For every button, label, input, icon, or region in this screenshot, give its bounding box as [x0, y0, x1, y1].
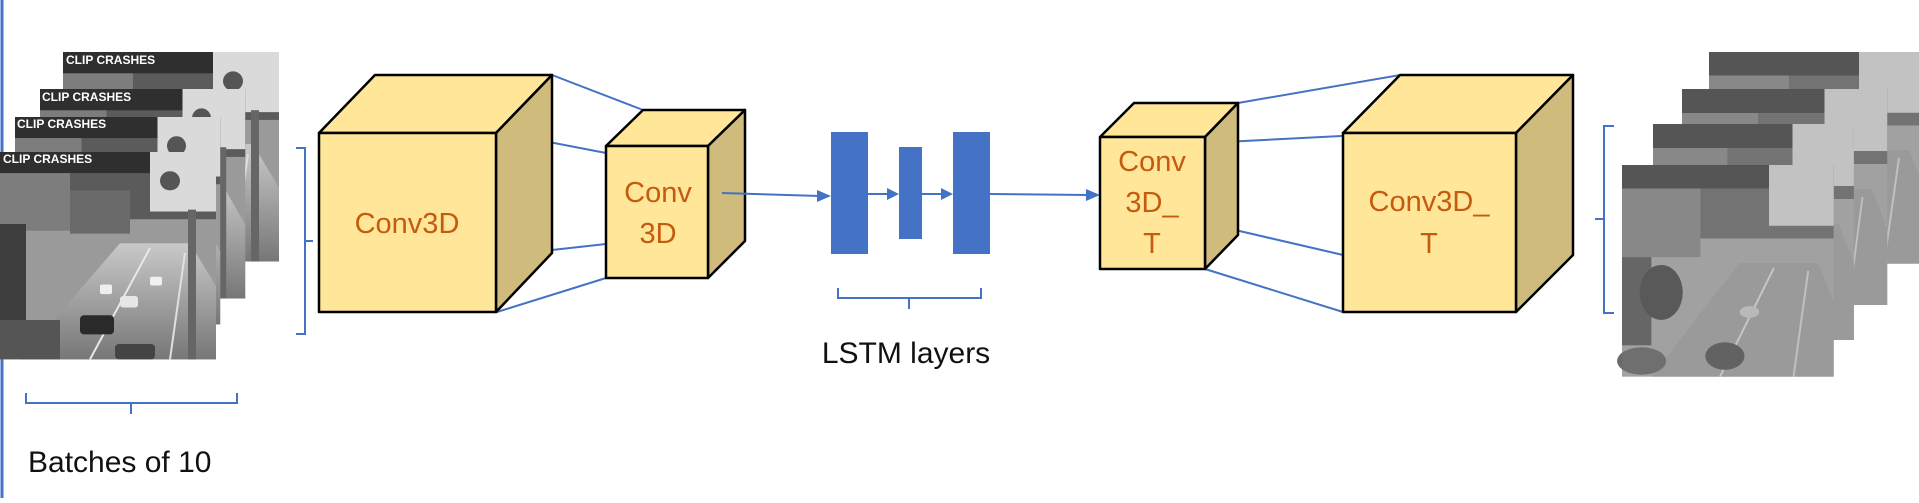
- lstm-block-3: [953, 132, 990, 254]
- arrow-lstm-1-to-2: [868, 188, 899, 200]
- lstm-caption: LSTM layers: [822, 337, 990, 370]
- input-caption: Batches of 10: [28, 446, 211, 479]
- conv3d-encoder-small-label-line-2: 3D: [639, 218, 676, 250]
- conv3d-t-decoder-small-label-line-1: Conv: [1118, 146, 1186, 178]
- input-right-brace: [296, 147, 313, 335]
- conv3d-encoder-cube-large: [317, 73, 554, 314]
- input-brace: [25, 393, 238, 414]
- svg-text:CLIP CRASHES: CLIP CRASHES: [42, 90, 131, 104]
- conv3d-t-decoder-large-label-line-2: T: [1420, 228, 1438, 260]
- arrow-lstm-to-decoder: [989, 189, 1100, 201]
- arrow-encoder-to-lstm: [721, 190, 831, 202]
- svg-text:CLIP CRASHES: CLIP CRASHES: [66, 53, 155, 67]
- output-frame-stack: [1616, 51, 1919, 378]
- input-frame-stack: CLIP CRASHES CLIP CRASHES CLIP CRASHES C…: [0, 51, 280, 361]
- conv3d-t-decoder-cube-large: [1341, 73, 1575, 314]
- arrow-lstm-2-to-3: [922, 188, 953, 200]
- output-left-brace: [1595, 125, 1614, 314]
- conv3d-encoder-small-label-line-1: Conv: [624, 177, 692, 209]
- conv3d-t-decoder-small-label-line-2: 3D_: [1125, 187, 1179, 219]
- lstm-block-1: [831, 132, 868, 254]
- svg-text:CLIP CRASHES: CLIP CRASHES: [17, 117, 106, 131]
- conv3d-t-decoder-cube-small: [1098, 101, 1240, 271]
- svg-text:CLIP CRASHES: CLIP CRASHES: [3, 152, 92, 166]
- lstm-brace: [837, 288, 982, 309]
- input-frame-sign: CLIP CRASHES CLIP CRASHES CLIP CRASHES C…: [3, 53, 155, 166]
- conv3d-t-decoder-small-label-line-3: T: [1143, 228, 1161, 260]
- conv3d-encoder-large-label: Conv3D: [355, 208, 460, 240]
- conv3d-t-decoder-large-label-line-1: Conv3D_: [1369, 186, 1491, 218]
- lstm-block-2: [899, 147, 922, 239]
